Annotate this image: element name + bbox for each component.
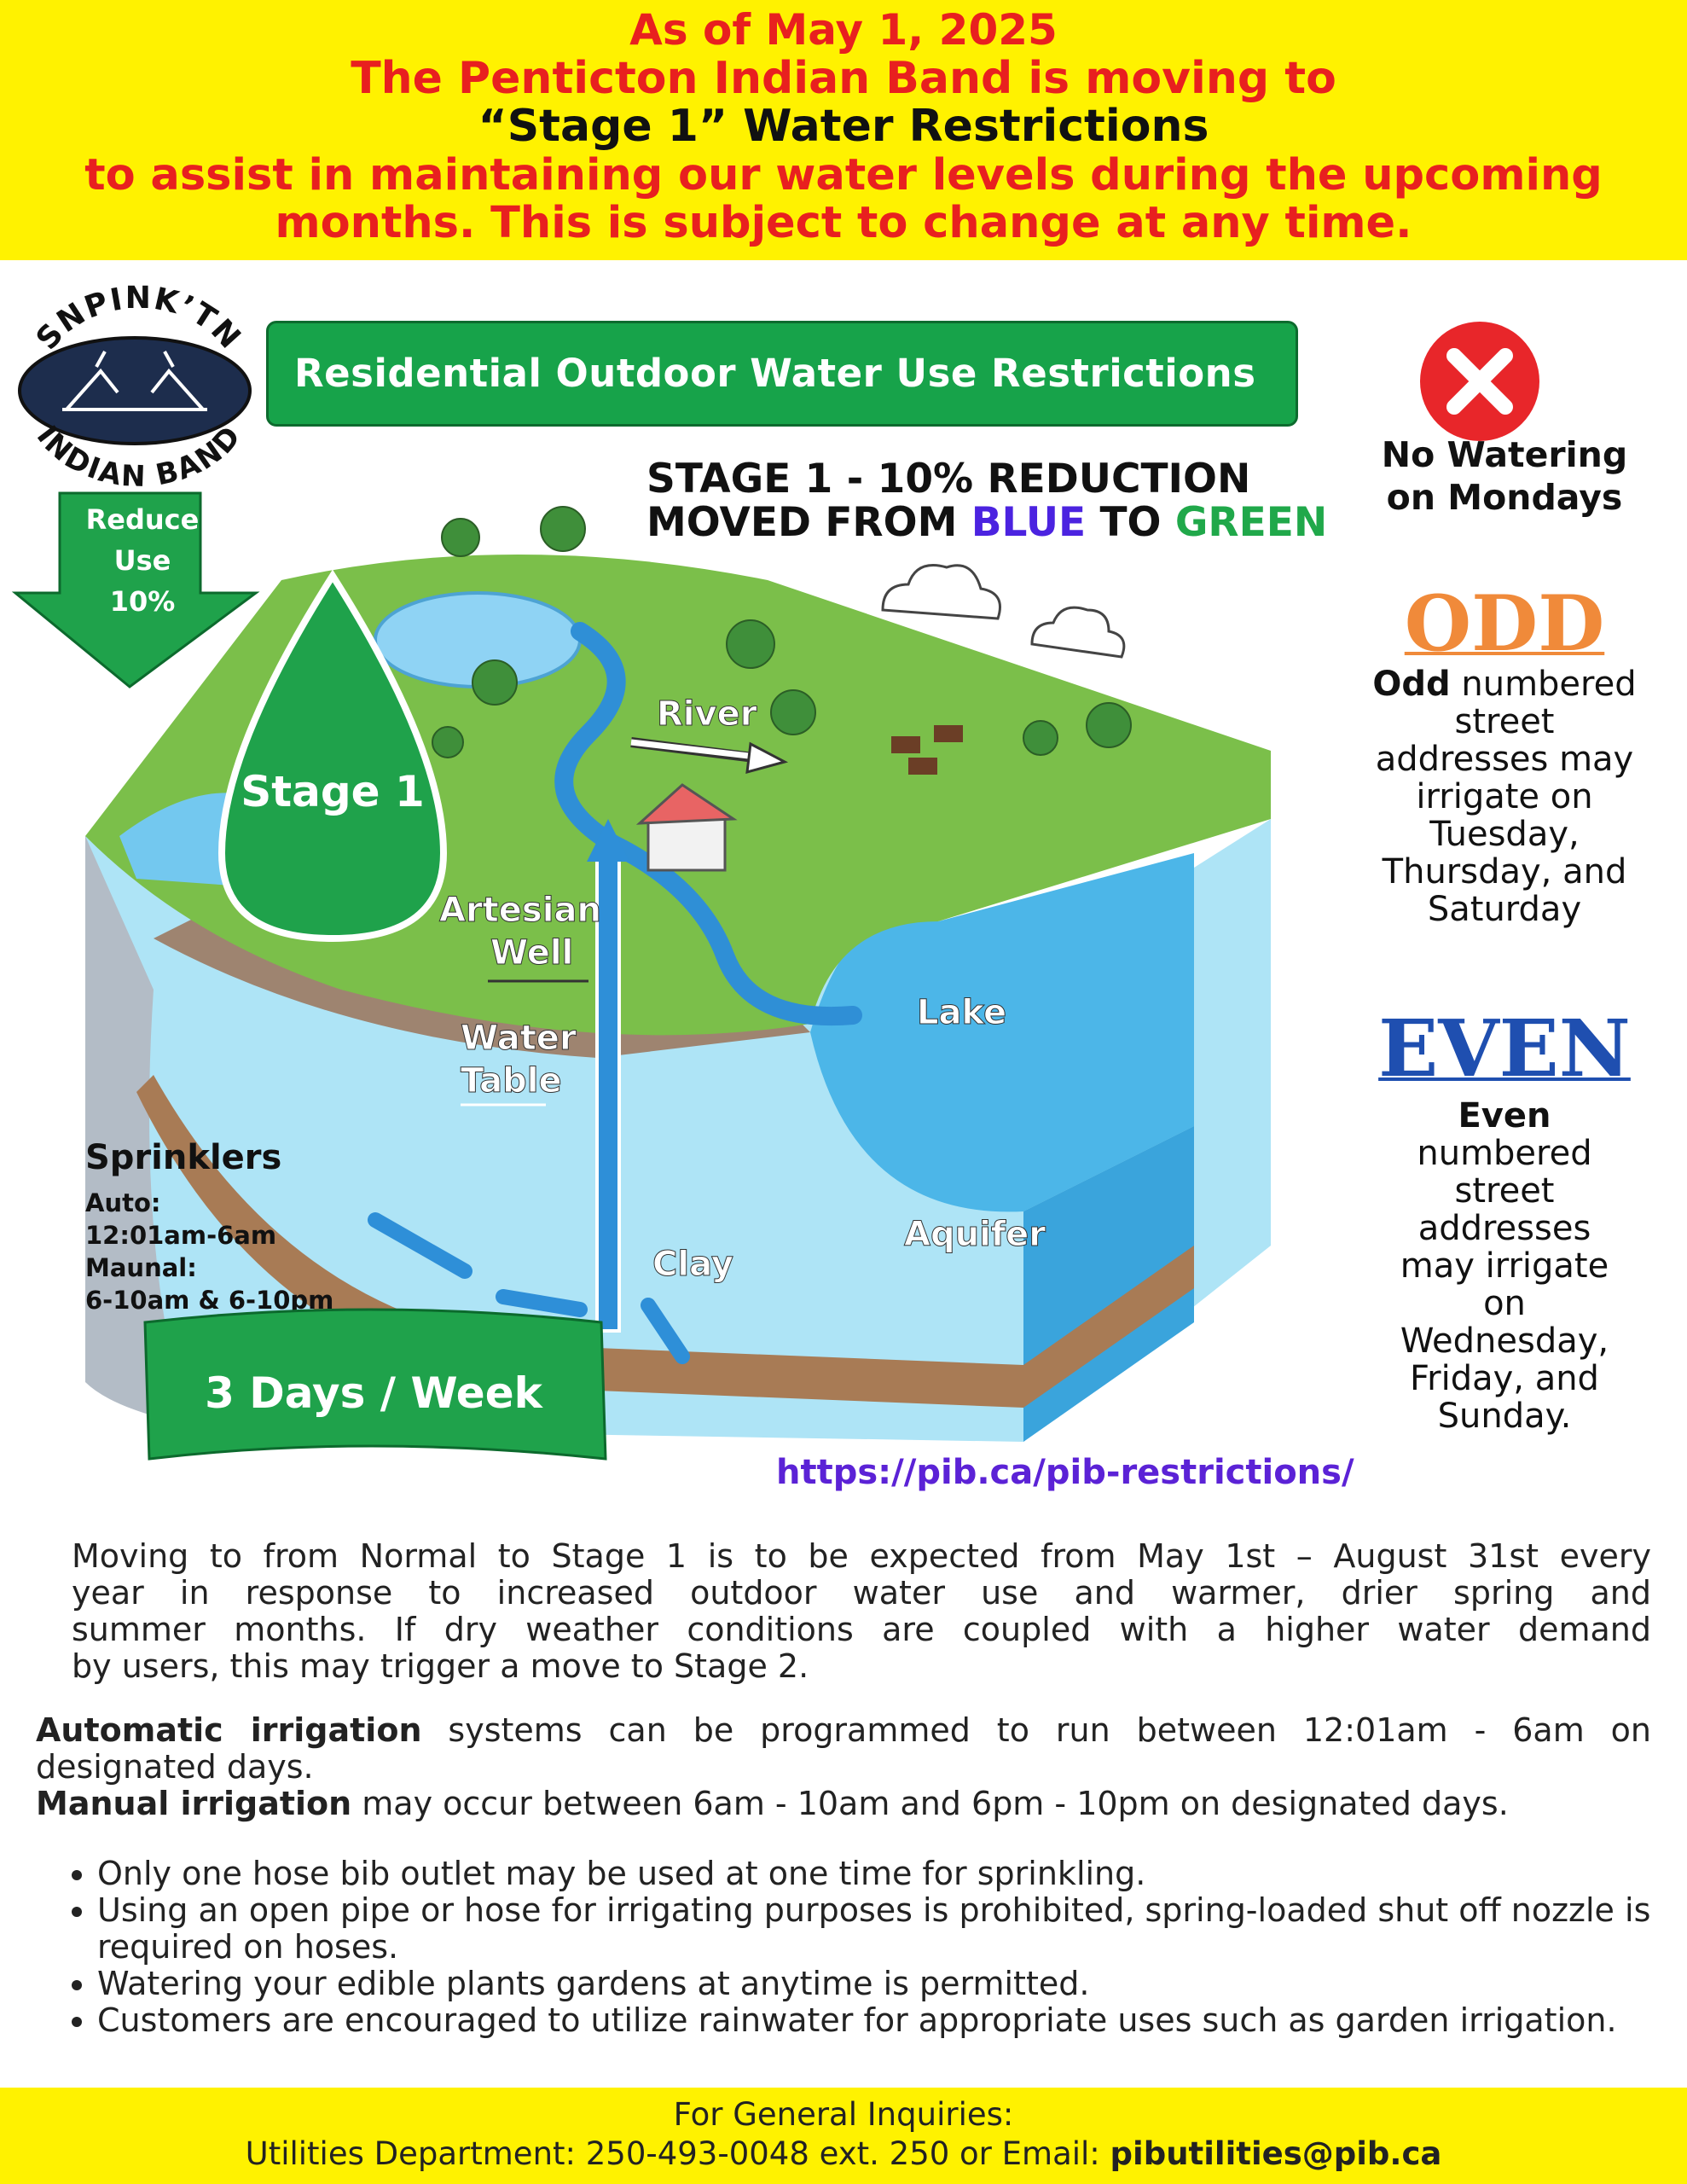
banner-title: Residential Outdoor Water Use Restrictio…: [294, 351, 1256, 396]
header-banner: As of May 1, 2025 The Penticton Indian B…: [0, 0, 1687, 260]
even-line-1: numbered: [1417, 1134, 1592, 1173]
reduce-use-arrow: [11, 491, 260, 688]
irrigation-paragraph: Automatic irrigation systems can be prog…: [36, 1712, 1651, 1822]
reduce-label-1: Reduce: [86, 503, 200, 536]
list-item: Only one hose bib outlet may be used at …: [97, 1856, 1656, 1892]
header-notice: months. This is subject to change at any…: [275, 198, 1412, 248]
header-announcement: The Penticton Indian Band is moving to: [351, 53, 1336, 104]
odd-description: Odd numbered street addresses may irriga…: [1322, 665, 1687, 928]
stage-heading-line2: MOVED FROM BLUE TO GREEN: [646, 499, 1327, 546]
even-line-4: may irrigate: [1400, 1246, 1609, 1286]
stage-drop: [217, 569, 448, 943]
odd-line-3: addresses may: [1375, 740, 1634, 779]
artesian-label-1: Artesian: [439, 891, 601, 930]
water-table-label-1: Water: [461, 1019, 577, 1058]
even-description: Even numbered street addresses may irrig…: [1322, 1097, 1687, 1435]
odd-line-1: numbered: [1450, 665, 1637, 704]
rules-list: Only one hose bib outlet may be used at …: [36, 1856, 1656, 2039]
days-per-week-banner: [143, 1308, 607, 1461]
sprinklers-line-3: Maunal:: [85, 1253, 197, 1282]
aquifer-label: Aquifer: [904, 1215, 1046, 1254]
intro-paragraph: Moving to from Normal to Stage 1 is to b…: [72, 1538, 1651, 1685]
stage-heading-blue: BLUE: [971, 499, 1087, 546]
odd-bold: Odd: [1372, 665, 1451, 704]
stage-heading-prefix: MOVED FROM: [646, 499, 971, 546]
no-watering-line-2: on Mondays: [1386, 477, 1623, 518]
restrictions-banner: Residential Outdoor Water Use Restrictio…: [266, 321, 1298, 427]
watering-schedule: No Watering on Mondays ODD Odd numbered …: [1322, 307, 1687, 1459]
no-watering-text: No Watering on Mondays: [1322, 433, 1687, 519]
no-watering-x-icon: [1420, 322, 1539, 441]
header-date: As of May 1, 2025: [629, 5, 1058, 55]
odd-line-2: street: [1454, 702, 1555, 741]
restrictions-link[interactable]: https://pib.ca/pib-restrictions/: [776, 1453, 1354, 1492]
header-stage-title: “Stage 1” Water Restrictions: [478, 101, 1209, 152]
even-line-7: Friday, and: [1410, 1359, 1599, 1398]
odd-line-5: Tuesday,: [1429, 815, 1580, 854]
stage-heading-mid: TO: [1086, 499, 1175, 546]
clay-label: Clay: [652, 1245, 733, 1284]
intro-line-3: summer months. If dry weather conditions…: [72, 1611, 1651, 1648]
odd-line-7: Saturday: [1427, 890, 1582, 929]
reduce-label-3: 10%: [110, 585, 176, 618]
sprinklers-line-2: 12:01am-6am: [85, 1221, 276, 1250]
artesian-label-2: Well: [490, 933, 573, 973]
list-item: Watering your edible plants gardens at a…: [97, 1966, 1656, 2002]
odd-title: ODD: [1404, 578, 1605, 669]
auto-irrigation-text-2: designated days.: [36, 1748, 314, 1786]
sprinklers-title: Sprinklers: [85, 1138, 281, 1177]
intro-line-1: Moving to from Normal to Stage 1 is to b…: [72, 1537, 1651, 1575]
manual-irrigation-text: may occur between 6am - 10am and 6pm - 1…: [351, 1785, 1509, 1822]
house-icon: [635, 783, 738, 872]
river-label: River: [657, 694, 757, 734]
auto-irrigation-text: systems can be programmed to run between…: [421, 1711, 1651, 1749]
even-line-3: addresses: [1417, 1209, 1591, 1248]
stage-heading-green: GREEN: [1174, 499, 1328, 546]
no-watering-line-1: No Watering: [1381, 434, 1628, 475]
odd-line-6: Thursday, and: [1382, 852, 1627, 892]
sprinklers-line-1: Auto:: [85, 1188, 160, 1217]
footer-inquiries: For General Inquiries:: [673, 2096, 1014, 2133]
footer-email-link[interactable]: pibutilities@pib.ca: [1110, 2135, 1442, 2172]
manual-irrigation-bold: Manual irrigation: [36, 1785, 352, 1822]
list-item: Customers are encouraged to utilize rain…: [97, 2002, 1656, 2039]
even-line-2: street: [1454, 1171, 1555, 1211]
band-logo: SNPINK’TN INDIAN BAND: [15, 281, 263, 494]
cloud-icon: [881, 564, 1126, 659]
stage-drop-label: Stage 1: [241, 767, 425, 816]
list-item: Using an open pipe or hose for irrigatin…: [97, 1892, 1656, 1966]
lake-label: Lake: [917, 993, 1006, 1032]
stage-heading-line1: STAGE 1 - 10% REDUCTION: [646, 456, 1251, 502]
reduce-label-2: Use: [114, 544, 171, 577]
water-cycle-diagram: Reduce Use 10% Stage 1 River Artesian We…: [0, 478, 1313, 1467]
water-table-label-2: Table: [461, 1061, 562, 1101]
footer-banner: For General Inquiries: Utilities Departm…: [0, 2088, 1687, 2184]
auto-irrigation-bold: Automatic irrigation: [36, 1711, 422, 1749]
even-line-6: Wednesday,: [1400, 1321, 1609, 1361]
even-line-5: on: [1483, 1284, 1526, 1323]
days-per-week-label: 3 Days / Week: [205, 1368, 544, 1418]
even-title: EVEN: [1378, 1002, 1631, 1095]
even-line-8: Sunday.: [1437, 1397, 1572, 1436]
footer-phone: Utilities Department: 250-493-0048 ext. …: [245, 2135, 1110, 2172]
intro-line-4: by users, this may trigger a move to Sta…: [72, 1647, 809, 1685]
intro-line-2: year in response to increased outdoor wa…: [72, 1574, 1651, 1612]
odd-line-4: irrigate on: [1416, 777, 1593, 816]
header-purpose: to assist in maintaining our water level…: [84, 150, 1603, 200]
even-bold: Even: [1458, 1096, 1551, 1136]
footer-contact: Utilities Department: 250-493-0048 ext. …: [0, 2135, 1687, 2172]
